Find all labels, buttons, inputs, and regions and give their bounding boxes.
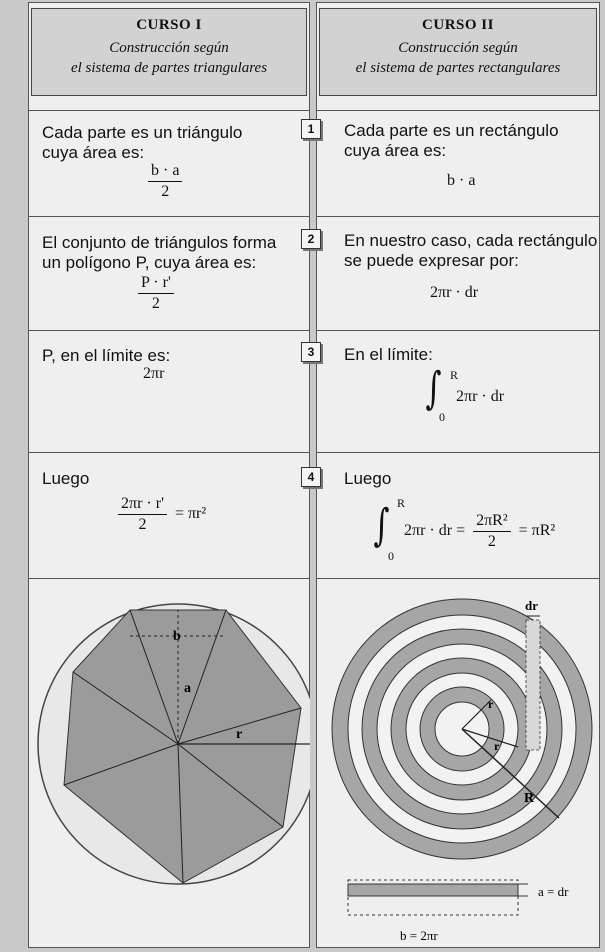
right-step4-den: 2 — [487, 533, 496, 550]
left-step2-num: P · r' — [138, 274, 174, 294]
step-badge-2: 2 — [301, 229, 321, 249]
dr-strip — [525, 619, 541, 751]
right-step4-lhs: 2πr · dr = — [404, 522, 466, 540]
left-step3-value: 2πr — [143, 365, 165, 382]
right-step3-line1: En el límite: — [344, 345, 433, 364]
left-step3-line1: P, en el límite es: — [42, 346, 171, 365]
left-step1-den: 2 — [161, 183, 170, 200]
left-step4-formula: 2πr · r'2 = πr² — [118, 495, 206, 534]
right-step4-line1: Luego — [344, 469, 392, 488]
right-step4-rhs: = πR² — [518, 522, 556, 540]
divider-left-1 — [28, 110, 310, 111]
right-step2-line1: En nuestro caso, cada rectángulo — [344, 231, 598, 250]
left-step4-den: 2 — [138, 516, 147, 533]
left-title: CURSO I — [136, 17, 202, 33]
left-step2-formula: P · r'2 — [138, 274, 174, 313]
right-step4-num: 2πR² — [473, 512, 511, 532]
right-fig-label-r: r — [488, 697, 494, 711]
left-step4-rhs: = πr² — [174, 505, 207, 523]
right-fig-label-r2: r — [494, 739, 500, 753]
right-step2-line2: se puede expresar por: — [344, 251, 519, 270]
left-fig-label-r: r — [236, 727, 242, 742]
left-step2-line2: un polígono P, cuya área es: — [42, 253, 257, 272]
right-step3-lower: 0 — [439, 410, 445, 424]
rings-figure: dr r r R a = dr b = 2πr — [331, 598, 593, 943]
left-step1-num: b · a — [148, 162, 183, 182]
right-step3-upper: R — [450, 368, 459, 382]
right-step4-upper: R — [397, 496, 406, 510]
divider-left-4 — [28, 452, 310, 453]
divider-left-5 — [28, 578, 310, 579]
unrolled-strip — [347, 883, 519, 897]
step-badge-3: 3 — [301, 342, 321, 362]
divider-right-4 — [316, 452, 600, 453]
right-subtitle-1: Construcción según — [398, 40, 518, 56]
right-fig-label-b: b = 2πr — [400, 928, 438, 943]
left-subtitle-2: el sistema de partes triangulares — [70, 60, 268, 76]
right-fig-label-a: a = dr — [538, 884, 569, 899]
left-header: CURSO I Construcción según el sistema de… — [31, 8, 307, 96]
left-step4-num: 2πr · r' — [118, 495, 167, 515]
right-subtitle-2: el sistema de partes rectangulares — [355, 60, 561, 76]
polygon-figure: b a r — [37, 603, 310, 885]
divider-left-2 — [28, 216, 310, 217]
right-fig-label-R: R — [524, 791, 535, 806]
right-step2-expr: 2πr · dr — [430, 284, 479, 301]
divider-right-2 — [316, 216, 600, 217]
left-step4-line1: Luego — [42, 469, 90, 488]
right-step1-line1: Cada parte es un rectángulo — [344, 121, 559, 140]
integral-sign-icon: ∫ — [425, 363, 442, 414]
right-step3-integrand: 2πr · dr — [456, 388, 505, 405]
right-fig-label-dr: dr — [525, 598, 538, 613]
right-step1-line2: cuya área es: — [344, 141, 447, 160]
integral-sign-icon-2: ∫ — [373, 500, 390, 551]
step-badge-4: 4 — [301, 467, 321, 487]
step-badge-1: 1 — [301, 119, 321, 139]
right-header: CURSO II Construcción según el sistema d… — [319, 8, 597, 96]
left-fig-label-a: a — [184, 681, 191, 696]
left-step2-line1: El conjunto de triángulos forma — [42, 233, 277, 252]
right-step1-expr: b · a — [447, 172, 476, 189]
left-step2-den: 2 — [151, 295, 160, 312]
right-title: CURSO II — [422, 17, 494, 33]
left-step1-line2: cuya área es: — [42, 143, 145, 162]
divider-right-1 — [316, 110, 600, 111]
left-subtitle-1: Construcción según — [109, 40, 229, 56]
left-step1-line1: Cada parte es un triángulo — [42, 123, 243, 142]
left-fig-label-b: b — [173, 629, 181, 644]
right-step3-integral: ∫ — [422, 363, 445, 414]
divider-right-5 — [316, 578, 600, 579]
right-step4-integral: ∫ — [370, 500, 393, 551]
divider-left-3 — [28, 330, 310, 331]
divider-right-3 — [316, 330, 600, 331]
right-step4-lower: 0 — [388, 549, 394, 563]
